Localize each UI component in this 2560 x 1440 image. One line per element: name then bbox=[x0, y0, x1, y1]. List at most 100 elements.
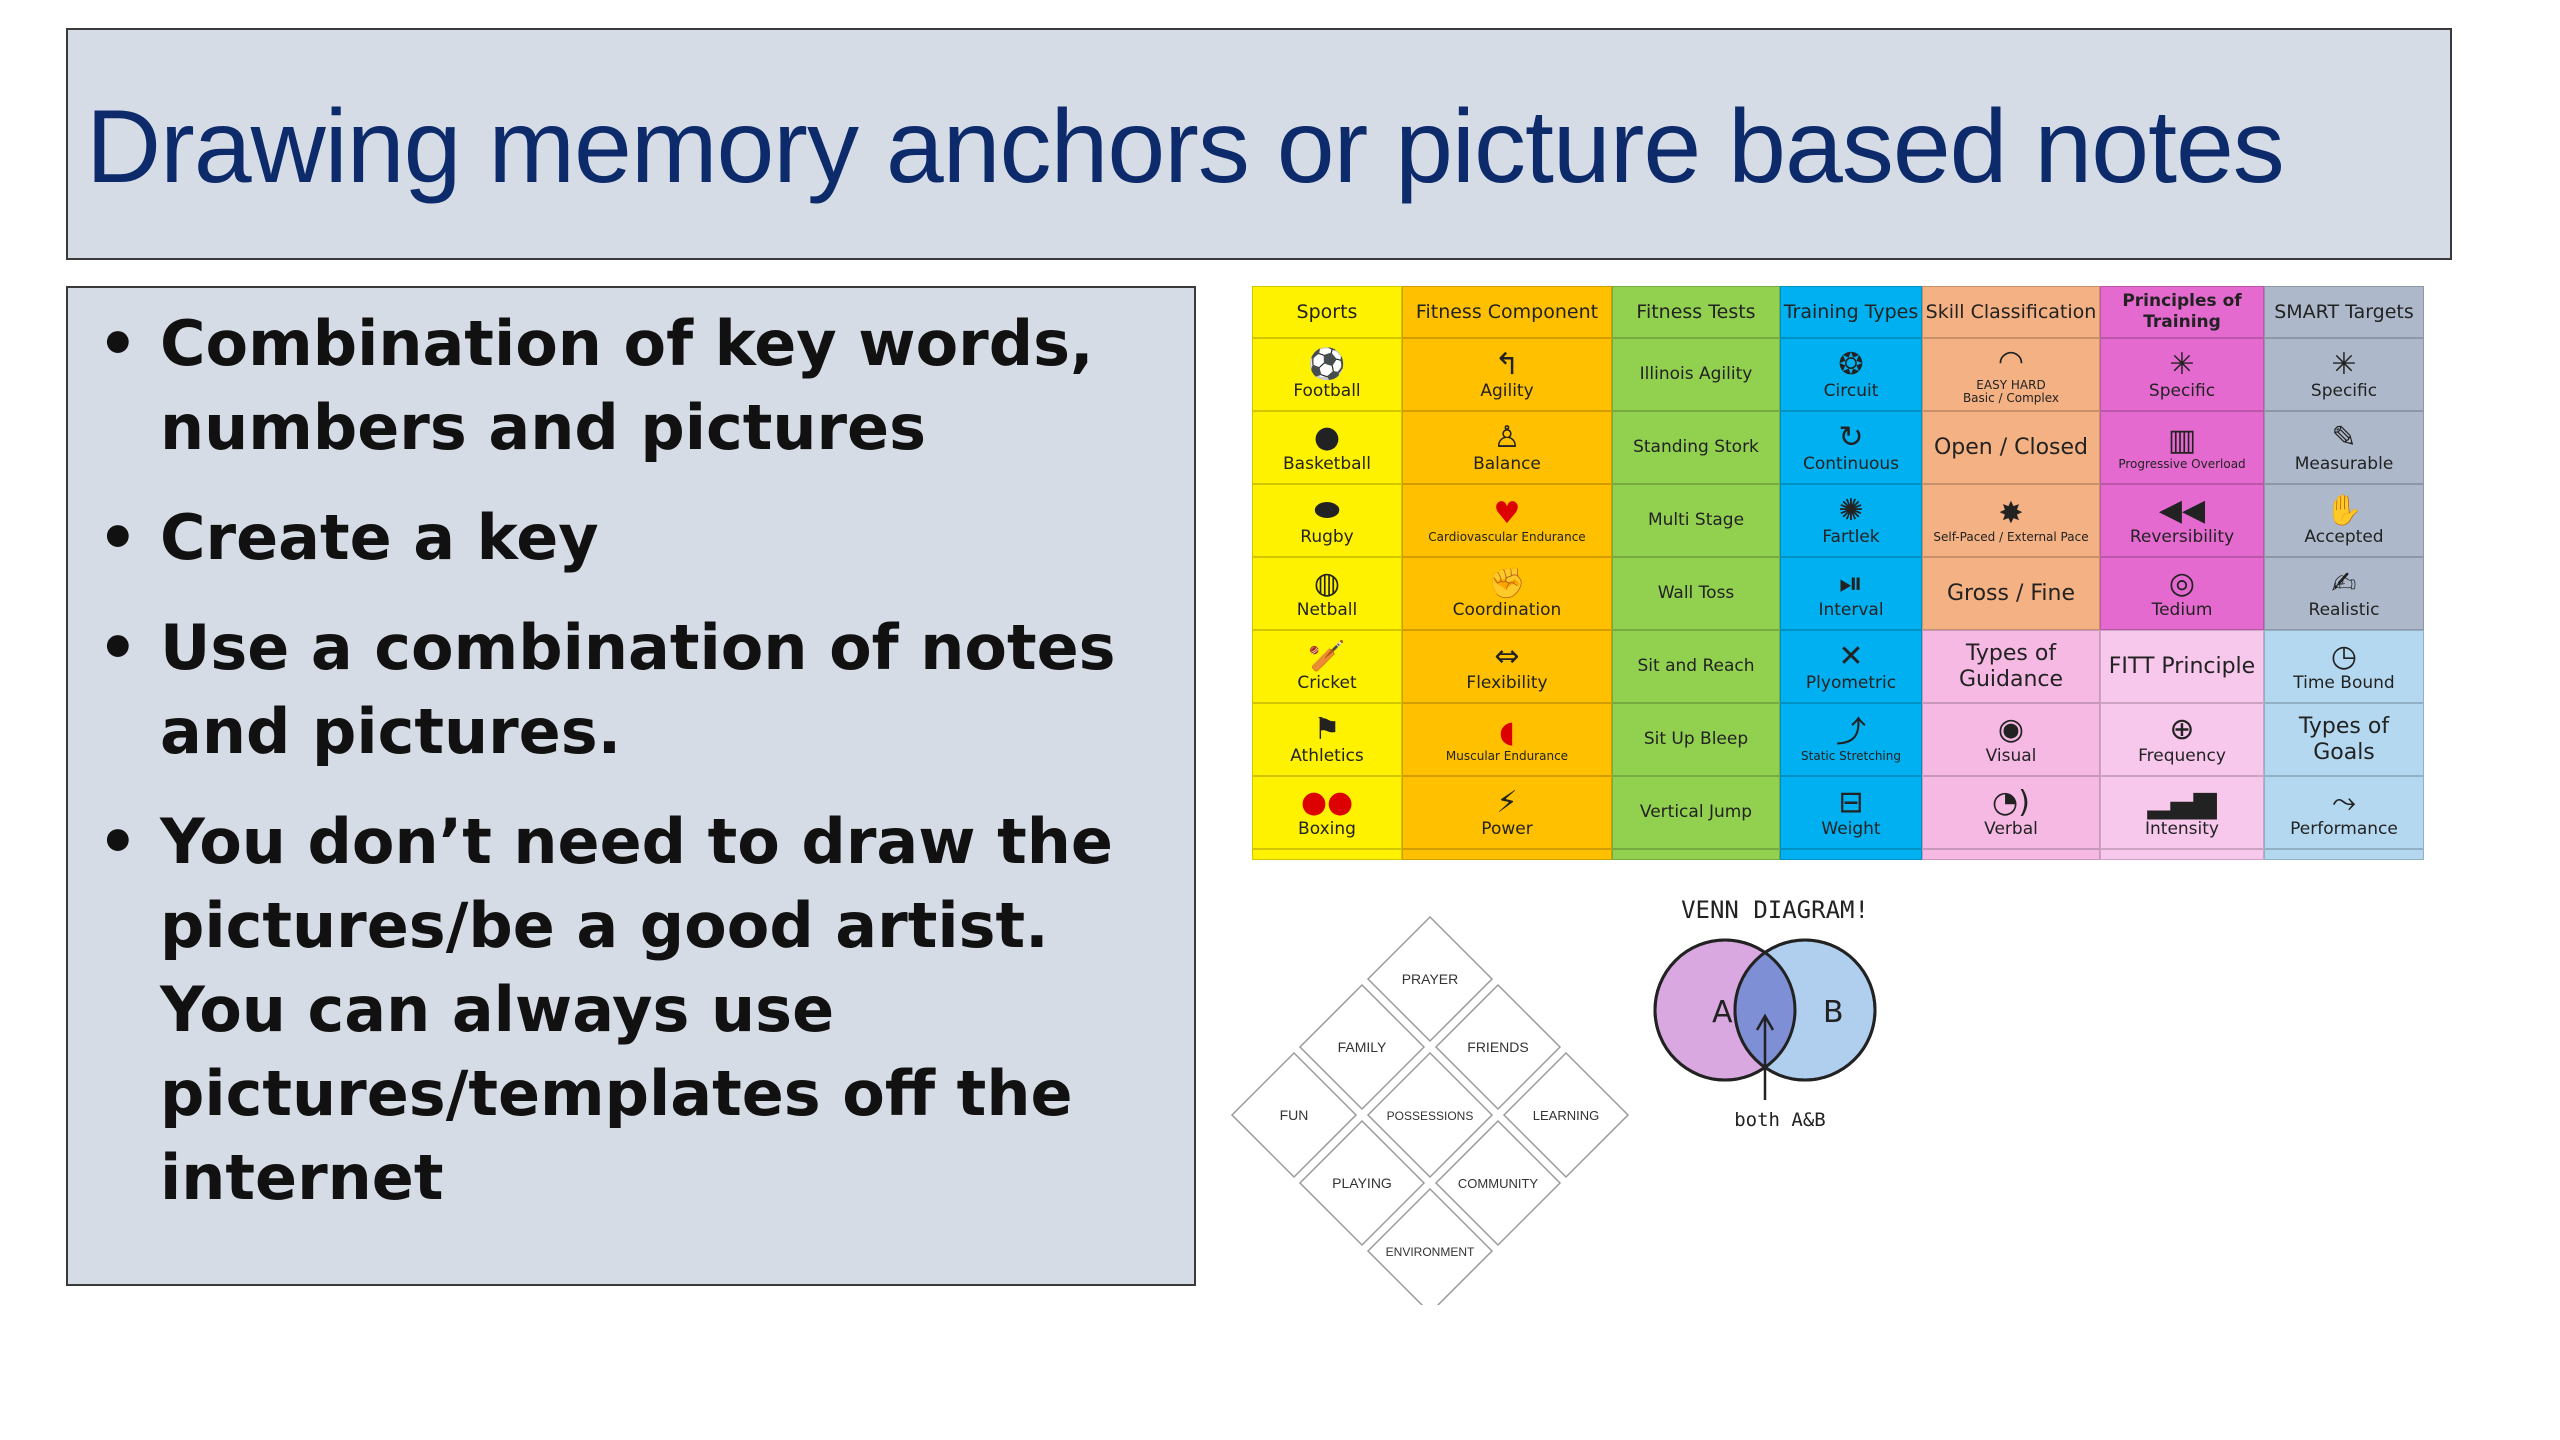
grid-cell: ◍Netball bbox=[1252, 557, 1402, 630]
netball-icon: ◍ bbox=[1313, 566, 1341, 601]
grid-cell: Illinois Agility bbox=[1612, 338, 1780, 411]
title-box: Drawing memory anchors or picture based … bbox=[66, 28, 2452, 260]
grid-cell: Types of Goals bbox=[2264, 703, 2424, 776]
grid-cell: ✺Fartlek bbox=[1780, 484, 1922, 557]
grid-cell: Open / Closed bbox=[1922, 411, 2100, 484]
grid-cell: ▥Progressive Overload bbox=[2100, 411, 2264, 484]
grid-cell: ✍Realistic bbox=[2264, 557, 2424, 630]
grid-header: Sports bbox=[1252, 286, 1402, 338]
play-pause-icon: ⏯ bbox=[1839, 566, 1863, 601]
grid-cell: ♥Cardiovascular Endurance bbox=[1402, 484, 1612, 557]
bullet-dot-icon: • bbox=[98, 805, 138, 878]
diamond-label: POSSESSIONS bbox=[1387, 1109, 1474, 1123]
grid-cell: ↻Continuous bbox=[1780, 411, 1922, 484]
eye-icon: ◉ bbox=[1997, 712, 2025, 747]
diamond-cell bbox=[1298, 983, 1426, 1111]
venn-diagram: VENN DIAGRAM! A B both A&B bbox=[1630, 890, 1930, 1140]
dumbbell-icon: ⊟ bbox=[1838, 785, 1864, 820]
tedium-icon: ◎ bbox=[2168, 566, 2196, 601]
grid-cell: ⤳Performance bbox=[2264, 776, 2424, 849]
grid-cell: ✊Coordination bbox=[1402, 557, 1612, 630]
grid-cell: ◎Tedium bbox=[2100, 557, 2264, 630]
grid-cell: ⤴Static Stretching bbox=[1780, 703, 1922, 776]
venn-overlap bbox=[1735, 953, 1795, 1067]
grid-cell: ❂Circuit bbox=[1780, 338, 1922, 411]
arrow-up-icon bbox=[1755, 1013, 1775, 1031]
grid-cell: FITT Principle bbox=[2100, 630, 2264, 703]
diamond-nine-svg: PRAYER FAMILY FRIENDS FUN POSSESSIONS LE… bbox=[1230, 915, 1630, 1315]
grid-cell: Vertical Jump bbox=[1612, 776, 1780, 849]
diamond-label: ENVIRONMENT bbox=[1386, 1245, 1475, 1259]
grid-cell: ✋Accepted bbox=[2264, 484, 2424, 557]
target-icon: ✳ bbox=[2331, 347, 2357, 382]
grid-header: Fitness Tests bbox=[1612, 286, 1780, 338]
diamond-label: FAMILY bbox=[1338, 1039, 1387, 1055]
diamond-label: COMMUNITY bbox=[1458, 1176, 1538, 1191]
grid-cell: ✳Specific bbox=[2264, 338, 2424, 411]
performance-runner-icon: ⤳ bbox=[2332, 785, 2356, 820]
target-icon: ✳ bbox=[2169, 347, 2195, 382]
bullet-dot-icon: • bbox=[98, 611, 138, 684]
grid-cell: Sit and Reach bbox=[1612, 630, 1780, 703]
frequency-icon: ⊕ bbox=[2169, 712, 2195, 747]
grid-cell: Standing Stork bbox=[1612, 411, 1780, 484]
grid-cell: ✳Specific bbox=[2100, 338, 2264, 411]
grid-cell: ◉Visual bbox=[1922, 703, 2100, 776]
signal-bars-icon: ▂▄▆ bbox=[2147, 785, 2217, 820]
grid-header: Skill Classification bbox=[1922, 286, 2100, 338]
jumping-figure-icon: ✕ bbox=[1838, 639, 1864, 674]
lightning-icon: ⚡ bbox=[1496, 785, 1518, 820]
diamond-cell bbox=[1366, 915, 1494, 1043]
grid-cell: ⬬Rugby bbox=[1252, 484, 1402, 557]
bullet-item: •Create a key bbox=[88, 496, 1178, 580]
boxing-gloves-icon: ●● bbox=[1300, 785, 1354, 820]
football-icon: ⚽ bbox=[1308, 347, 1346, 382]
diamond-label: PLAYING bbox=[1332, 1175, 1392, 1191]
grid-cell: ✸Self-Paced / External Pace bbox=[1922, 484, 2100, 557]
diamond-cell bbox=[1366, 1051, 1494, 1179]
grid-header: Fitness Component bbox=[1402, 286, 1612, 338]
bullet-item: •Combination of key words, numbers and p… bbox=[88, 302, 1178, 470]
grid-cell-partial bbox=[1612, 849, 1780, 860]
grid-cell: ◀◀Reversibility bbox=[2100, 484, 2264, 557]
heart-icon: ♥ bbox=[1493, 496, 1521, 531]
runner-icon: ✺ bbox=[1838, 493, 1864, 528]
diamond-label: FRIENDS bbox=[1467, 1039, 1528, 1055]
grid-cell: Wall Toss bbox=[1612, 557, 1780, 630]
gauge-icon: ◠ bbox=[1997, 343, 2025, 379]
realistic-icon: ✍ bbox=[2331, 566, 2357, 601]
grid-cell: ⇔Flexibility bbox=[1402, 630, 1612, 703]
grid-header: Principles of Training bbox=[2100, 286, 2264, 338]
grid-cell: ↰Agility bbox=[1402, 338, 1612, 411]
grid-header: SMART Targets bbox=[2264, 286, 2424, 338]
grid-cell-partial bbox=[1252, 849, 1402, 860]
grid-cell: 🏏Cricket bbox=[1252, 630, 1402, 703]
cricket-icon: 🏏 bbox=[1308, 639, 1346, 674]
grid-cell-partial bbox=[2264, 849, 2424, 860]
grid-cell: Gross / Fine bbox=[1922, 557, 2100, 630]
clock-icon: ◷ bbox=[2330, 639, 2358, 674]
diamond-cell bbox=[1502, 1051, 1630, 1179]
diamond-label: PRAYER bbox=[1402, 971, 1459, 987]
grid-cell: ●Basketball bbox=[1252, 411, 1402, 484]
grid-cell: ⚽Football bbox=[1252, 338, 1402, 411]
grid-cell: ✕Plyometric bbox=[1780, 630, 1922, 703]
flexibility-icon: ⇔ bbox=[1494, 639, 1520, 674]
muscle-icon: ◖ bbox=[1499, 715, 1515, 750]
grid-cell: Types of Guidance bbox=[1922, 630, 2100, 703]
grid-cell: ◖Muscular Endurance bbox=[1402, 703, 1612, 776]
grid-cell: ✎Measurable bbox=[2264, 411, 2424, 484]
grid-cell: ⊕Frequency bbox=[2100, 703, 2264, 776]
diamond-nine-diagram: PRAYER FAMILY FRIENDS FUN POSSESSIONS LE… bbox=[1230, 905, 1630, 1315]
venn-label-a: A bbox=[1712, 995, 1733, 1030]
grid-cell: ⏯Interval bbox=[1780, 557, 1922, 630]
grid-cell-partial bbox=[2100, 849, 2264, 860]
rewind-icon: ◀◀ bbox=[2158, 493, 2206, 528]
ruler-icon: ✎ bbox=[2331, 420, 2357, 455]
grid-cell: ▂▄▆Intensity bbox=[2100, 776, 2264, 849]
diamond-cell bbox=[1230, 1051, 1358, 1179]
diamond-label: FUN bbox=[1280, 1107, 1309, 1123]
burst-icon: ✸ bbox=[1998, 496, 2024, 531]
bullet-dot-icon: • bbox=[98, 307, 138, 380]
